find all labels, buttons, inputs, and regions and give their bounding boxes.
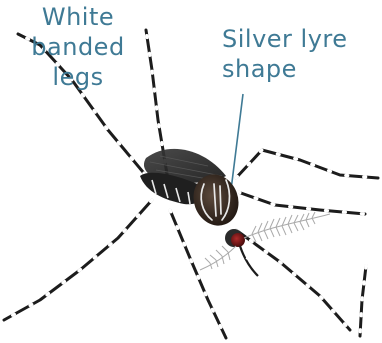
- leg-left-lower: [4, 200, 152, 320]
- leg-right-upper: [236, 150, 378, 178]
- label-line: legs: [18, 62, 138, 92]
- label-line: White: [18, 2, 138, 32]
- label-line: Silver lyre: [222, 24, 382, 54]
- leg-right-lower: [236, 230, 350, 330]
- label-line: shape: [222, 54, 382, 84]
- label-silver-lyre-shape: Silver lyre shape: [222, 24, 382, 84]
- label-white-banded-legs: White banded legs: [18, 2, 138, 92]
- leg-right-middle: [238, 192, 365, 214]
- proboscis: [240, 246, 258, 276]
- eye: [231, 233, 245, 247]
- label-line: banded: [18, 32, 138, 62]
